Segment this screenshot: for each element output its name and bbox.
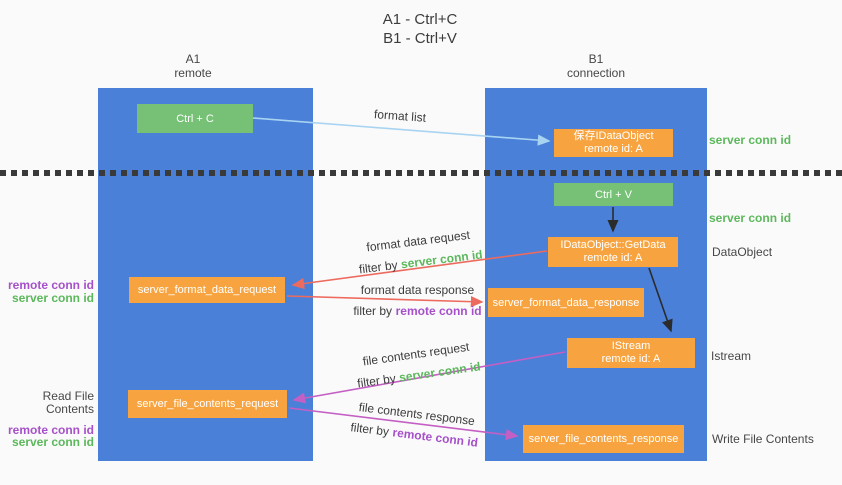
format-request-label: server_format_data_request bbox=[137, 284, 277, 296]
save-idataobject-line2: remote id: A bbox=[584, 143, 643, 155]
title-line-a1: A1 - Ctrl+C bbox=[382, 11, 458, 28]
filter-remote-conn-id: remote conn id bbox=[395, 304, 482, 318]
file-request-box: server_file_contents_request bbox=[128, 390, 287, 418]
filter-by-prefix: filter by bbox=[358, 257, 399, 277]
column-b1-subtitle: connection bbox=[566, 66, 626, 80]
save-idataobject-line1: 保存IDataObject bbox=[573, 130, 654, 142]
format-request-box: server_format_data_request bbox=[129, 277, 285, 303]
filter-by-prefix: filter by bbox=[356, 371, 397, 391]
format-response-box: server_format_data_response bbox=[488, 288, 644, 317]
ctrl-v-box: Ctrl + V bbox=[554, 183, 673, 206]
istream-line2: remote id: A bbox=[601, 353, 661, 365]
getdata-box: IDataObject::GetData remote id: A bbox=[548, 237, 678, 267]
istream-side-label: Istream bbox=[711, 349, 752, 363]
remote-conn-id-label-2: remote conn id bbox=[7, 423, 94, 437]
istream-line1: IStream bbox=[611, 340, 651, 352]
column-b1-name: B1 bbox=[588, 52, 604, 66]
server-conn-id-label-mid: server conn id bbox=[709, 211, 792, 225]
read-file-group: Read File Contents remote conn id server… bbox=[0, 389, 94, 449]
file-response-box: server_file_contents_response bbox=[523, 425, 684, 453]
file-response-label: server_file_contents_response bbox=[528, 433, 679, 445]
filter-by-prefix: filter by bbox=[349, 420, 390, 439]
column-header-a1: A1 remote bbox=[133, 52, 253, 80]
diagram-title: A1 - Ctrl+C B1 - Ctrl+V bbox=[330, 10, 510, 48]
format-response-label: server_format_data_response bbox=[492, 296, 640, 309]
read-file-contents-label: Read File Contents bbox=[42, 389, 94, 416]
column-header-b1: B1 connection bbox=[536, 52, 656, 80]
format-data-response-label: format data response bbox=[360, 283, 475, 297]
format-list-label: format list bbox=[373, 107, 427, 125]
filter-by-prefix: filter by bbox=[353, 304, 393, 318]
getdata-line2: remote id: A bbox=[583, 252, 643, 264]
column-a1-subtitle: remote bbox=[174, 66, 212, 80]
ctrl-c-label: Ctrl + C bbox=[176, 112, 214, 125]
column-a1-name: A1 bbox=[185, 52, 201, 66]
istream-box: IStream remote id: A bbox=[567, 338, 695, 368]
getdata-line1: IDataObject::GetData bbox=[560, 239, 666, 251]
ctrl-v-label: Ctrl + V bbox=[595, 188, 632, 201]
title-line-b1: B1 - Ctrl+V bbox=[383, 30, 457, 47]
remote-conn-id-label-1: remote conn id bbox=[7, 278, 94, 292]
conn-id-pair-format: remote conn id server conn id bbox=[0, 279, 94, 305]
file-request-label: server_file_contents_request bbox=[136, 398, 279, 410]
write-file-contents-label: Write File Contents bbox=[712, 432, 814, 446]
server-conn-id-label-top: server conn id bbox=[709, 133, 792, 147]
dashed-divider bbox=[0, 170, 842, 176]
server-conn-id-label-2: server conn id bbox=[11, 435, 94, 449]
ctrl-c-box: Ctrl + C bbox=[137, 104, 253, 133]
dataobject-label: DataObject bbox=[712, 245, 773, 259]
server-conn-id-label-1: server conn id bbox=[11, 291, 94, 305]
save-idataobject-box: 保存IDataObject remote id: A bbox=[554, 129, 673, 157]
